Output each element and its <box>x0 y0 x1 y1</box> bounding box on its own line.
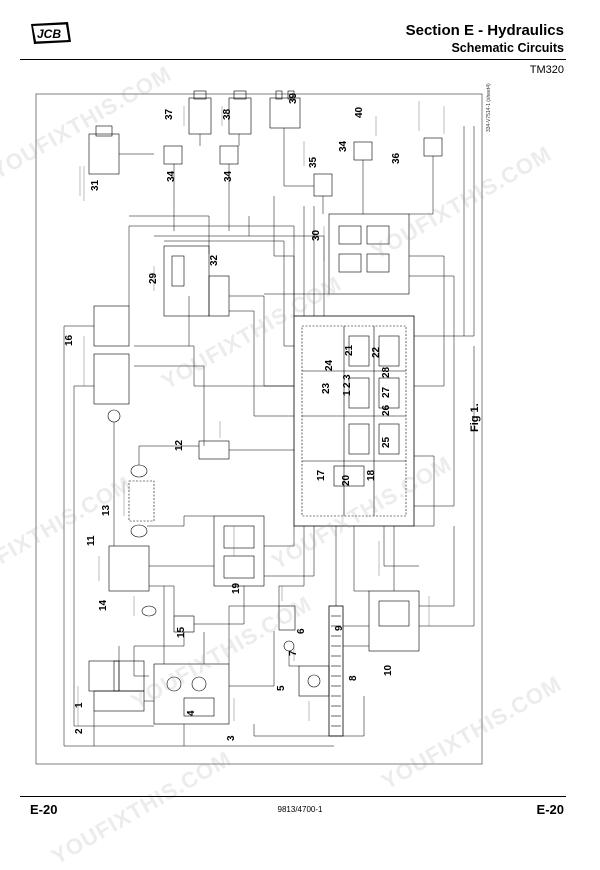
section-subtitle: Schematic Circuits <box>451 41 564 55</box>
label-24: 24 <box>324 359 335 371</box>
figure-caption: Fig 1. <box>469 403 481 432</box>
label-28: 28 <box>381 366 392 378</box>
label-7: 7 <box>288 650 299 656</box>
label-25: 25 <box>381 436 392 448</box>
label-34b: 34 <box>223 170 234 182</box>
section-title: Section E - Hydraulics <box>405 22 564 39</box>
jcb-logo: JCB <box>31 22 71 44</box>
page-number-left: E-20 <box>30 802 58 817</box>
label-40: 40 <box>354 106 365 118</box>
drawing-reference: 334-V7514-1 (sheet4) <box>486 83 492 132</box>
footer-rule <box>20 796 566 797</box>
hydraulic-schematic: 1 2 3 4 5 6 7 8 9 10 11 12 13 14 15 16 1… <box>35 90 483 765</box>
label-29: 29 <box>148 272 159 284</box>
label-21: 21 <box>344 344 355 356</box>
label-1-manifold: 1 <box>342 390 353 396</box>
label-37: 37 <box>164 108 175 120</box>
label-2-manifold: 2 <box>342 382 353 388</box>
label-16: 16 <box>64 334 75 346</box>
label-12: 12 <box>174 439 185 451</box>
label-6: 6 <box>296 628 307 634</box>
label-13: 13 <box>101 504 112 516</box>
label-19: 19 <box>231 582 242 594</box>
label-22: 22 <box>371 346 382 358</box>
label-26: 26 <box>381 404 392 416</box>
label-5: 5 <box>276 685 287 691</box>
document-number: 9813/4700-1 <box>277 805 323 814</box>
label-27: 27 <box>381 386 392 398</box>
label-34c: 34 <box>338 140 349 152</box>
label-20: 20 <box>341 474 352 486</box>
label-3: 3 <box>226 735 237 741</box>
page-number-right: E-20 <box>536 802 564 817</box>
label-4: 4 <box>186 710 197 716</box>
label-10: 10 <box>383 664 394 676</box>
header-rule <box>20 59 566 60</box>
label-14: 14 <box>98 599 109 611</box>
label-18: 18 <box>366 469 377 481</box>
label-17: 17 <box>316 469 327 481</box>
logo-text: JCB <box>37 27 61 41</box>
label-8: 8 <box>348 675 359 681</box>
label-1: 1 <box>74 702 85 708</box>
label-34a: 34 <box>166 170 177 182</box>
label-9: 9 <box>334 625 345 631</box>
label-31: 31 <box>90 179 101 191</box>
label-3-manifold: 3 <box>342 374 353 380</box>
label-38: 38 <box>222 108 233 120</box>
label-2: 2 <box>74 728 85 734</box>
label-32: 32 <box>209 254 220 266</box>
label-11: 11 <box>86 535 97 546</box>
label-36: 36 <box>391 152 402 164</box>
label-30: 30 <box>311 229 322 241</box>
label-35: 35 <box>308 156 319 168</box>
label-15: 15 <box>176 626 187 638</box>
model-label: TM320 <box>529 64 564 76</box>
label-23: 23 <box>321 382 332 394</box>
label-39: 39 <box>288 92 299 104</box>
